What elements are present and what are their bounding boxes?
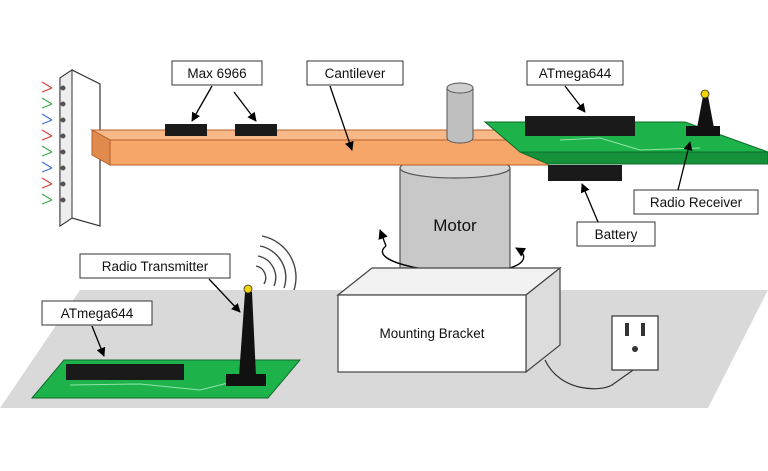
label-radio-receiver: Radio Receiver [633,189,759,215]
label-max6966: Max 6966 [171,60,263,86]
label-atmega-bottom: ATmega644 [41,300,153,326]
battery [548,165,622,181]
leader-arrows [91,85,693,357]
radio-waves-icon [255,235,297,291]
label-battery: Battery [576,221,656,247]
svg-text:ATmega644: ATmega644 [539,66,612,81]
mounting-bracket [336,266,562,374]
radio-receiver-antenna [686,89,720,136]
svg-text:Max 6966: Max 6966 [187,66,246,81]
power-cord [544,359,637,390]
led-display-board [41,69,101,228]
label-cantilever: Cantilever [306,60,404,86]
svg-text:Radio Receiver: Radio Receiver [650,195,743,210]
label-radio-transmitter: Radio Transmitter [79,253,231,279]
atmega-chip-bottom [66,364,184,380]
label-mounting-bracket: Mounting Bracket [379,326,484,341]
svg-text:Radio Transmitter: Radio Transmitter [102,259,209,274]
motor-shaft [446,82,474,144]
svg-text:ATmega644: ATmega644 [61,306,134,321]
label-atmega-top: ATmega644 [526,60,624,86]
atmega-chip-top [525,116,635,136]
svg-text:Cantilever: Cantilever [325,66,386,81]
wall-outlet [611,315,659,371]
label-motor: Motor [433,216,477,235]
max6966-chip-2 [235,124,277,136]
radio-transmitter-antenna [226,284,266,386]
max6966-chip-1 [165,124,207,136]
cantilever-beam [90,129,549,166]
svg-text:Battery: Battery [595,227,638,242]
